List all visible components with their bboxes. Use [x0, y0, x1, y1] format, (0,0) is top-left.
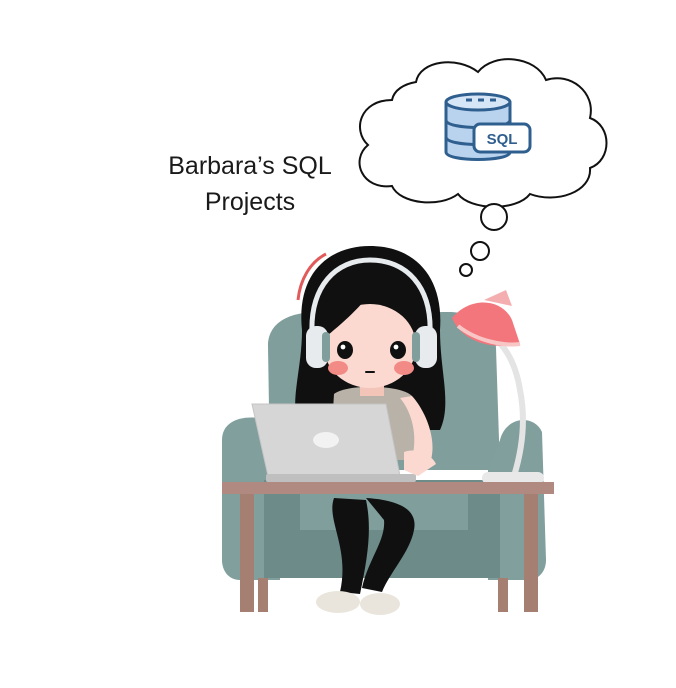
thought-cloud: [358, 58, 608, 277]
sql-label: SQL: [487, 131, 518, 148]
desk-lamp: [452, 290, 544, 484]
title-line-1: Barbara’s SQL: [168, 152, 332, 180]
database-icon: [444, 92, 532, 161]
page-title: Barbara’s SQL Projects: [130, 148, 370, 220]
laptop: [251, 403, 436, 482]
desk: [222, 482, 554, 612]
title-line-2: Projects: [204, 188, 296, 216]
